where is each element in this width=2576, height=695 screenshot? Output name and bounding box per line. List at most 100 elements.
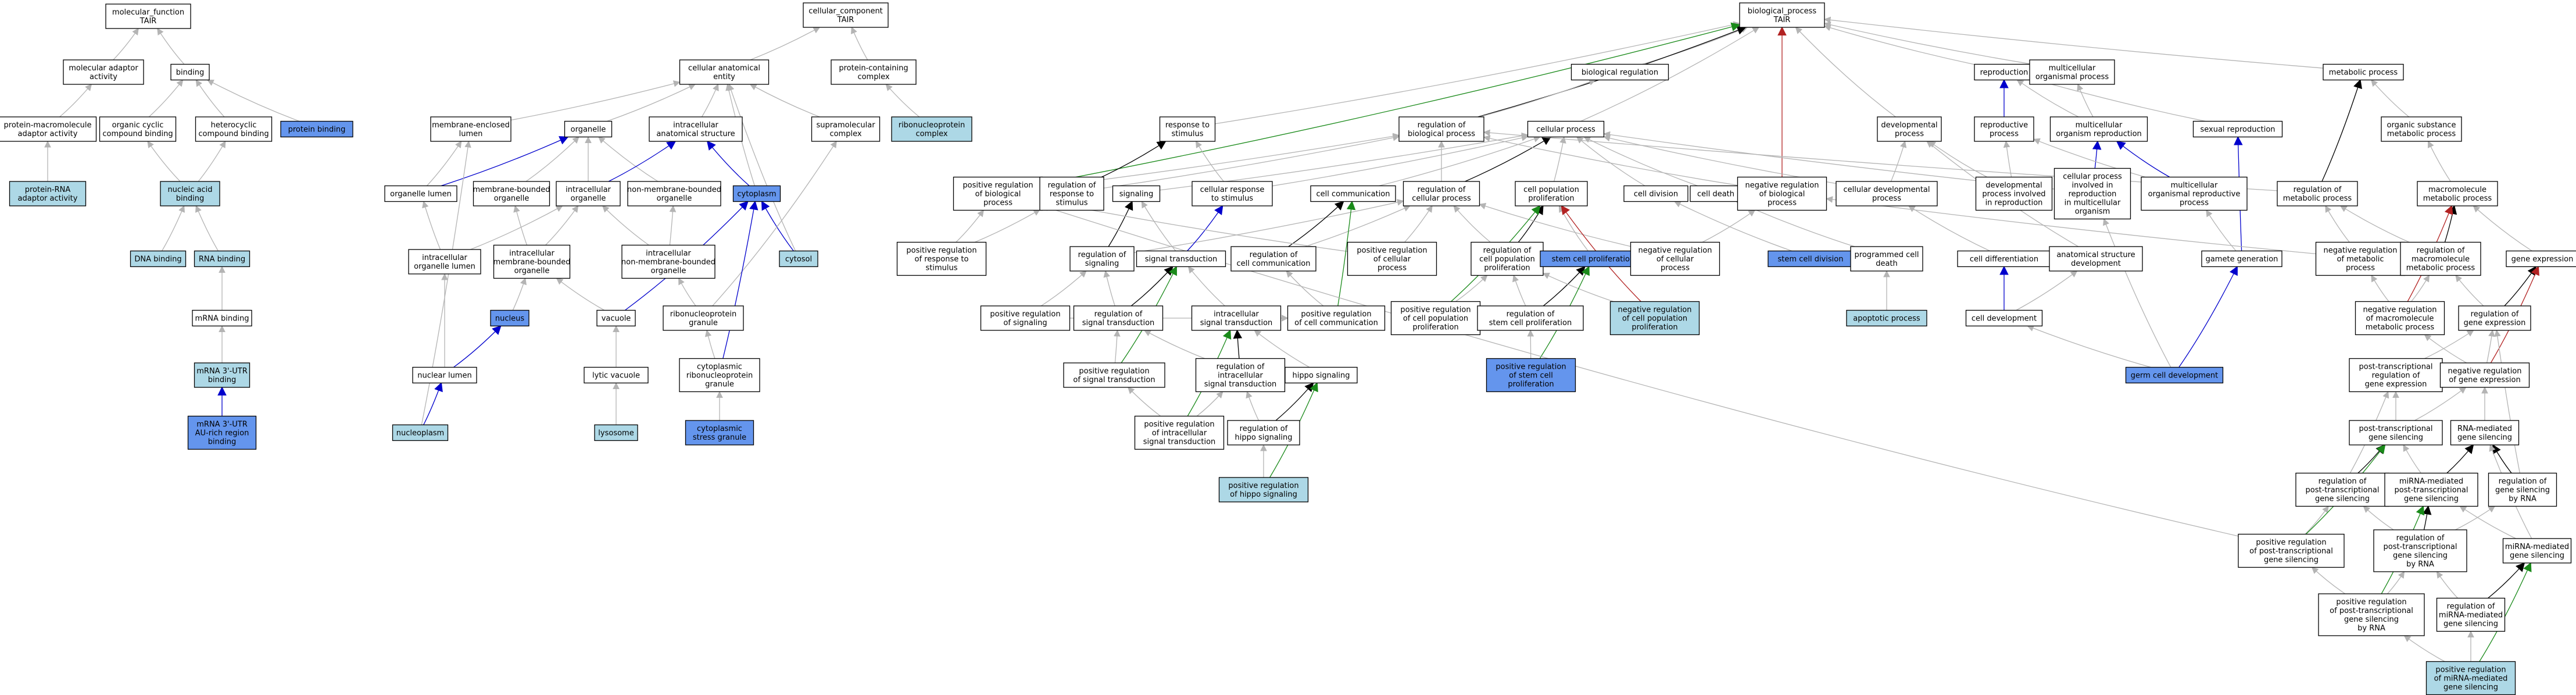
go-term-node-cell-dev[interactable]: cell development xyxy=(1965,309,2043,327)
go-term-node-org-lumen[interactable]: organelle lumen xyxy=(384,185,457,202)
go-term-node-protein-binding[interactable]: protein binding xyxy=(280,120,353,138)
go-term-node-gamete-gen[interactable]: gamete generation xyxy=(2201,250,2282,268)
go-term-node-nuclear-lumen[interactable]: nuclear lumen xyxy=(412,366,477,384)
go-term-node-cell-death[interactable]: cell death xyxy=(1690,185,1742,202)
go-term-node-cell-diff[interactable]: cell differentiation xyxy=(1957,250,2051,268)
go-term-node-nucleus[interactable]: nucleus xyxy=(490,309,529,327)
go-term-node-cell-division[interactable]: cell division xyxy=(1623,185,1688,202)
go-term-node-mrna-binding[interactable]: mRNA binding xyxy=(192,309,252,327)
go-term-node-cytoplasm[interactable]: cytoplasm xyxy=(732,185,781,202)
go-term-node-reproduction[interactable]: reproduction xyxy=(1974,63,2034,81)
go-term-node-lytic-vac[interactable]: lytic vacuole xyxy=(584,366,649,384)
go-term-node-stem-division[interactable]: stem cell division xyxy=(1768,250,1854,268)
go-term-node-cell-comm[interactable]: cell communication xyxy=(1310,185,1396,202)
go-term-node-germ-cell-dev[interactable]: germ cell development xyxy=(2125,366,2224,384)
go-term-node-dna-binding[interactable]: DNA binding xyxy=(130,250,187,268)
go-term-node-signaling[interactable]: signaling xyxy=(1112,185,1161,202)
go-term-node-signal-trans[interactable]: signal transduction xyxy=(1136,250,1226,268)
go-term-node-organelle[interactable]: organelle xyxy=(564,120,613,138)
go-term-node-rna-binding[interactable]: RNA binding xyxy=(194,250,251,268)
go-term-node-stem-prolif[interactable]: stem cell proliferation xyxy=(1540,250,1647,268)
go-term-node-vacuole[interactable]: vacuole xyxy=(596,309,636,327)
go-term-node-apoptotic[interactable]: apoptotic process xyxy=(1846,309,1927,327)
go-term-node-lysosome[interactable]: lysosome xyxy=(594,424,638,441)
go-term-node-metabolic[interactable]: metabolic process xyxy=(2323,63,2404,81)
go-term-node-intra-nonmem-org[interactable]: intracellularnon-membrane-boundedorganel… xyxy=(621,244,715,279)
go-term-node-nucleoplasm[interactable]: nucleoplasm xyxy=(392,424,449,441)
go-term-node-gene-expr[interactable]: gene expression xyxy=(2506,250,2576,268)
go-term-node-binding[interactable]: binding xyxy=(170,63,210,81)
go-term-node-cell-proc[interactable]: cellular process xyxy=(1527,120,1605,138)
go-term-node-bio-reg[interactable]: biological regulation xyxy=(1570,63,1669,81)
